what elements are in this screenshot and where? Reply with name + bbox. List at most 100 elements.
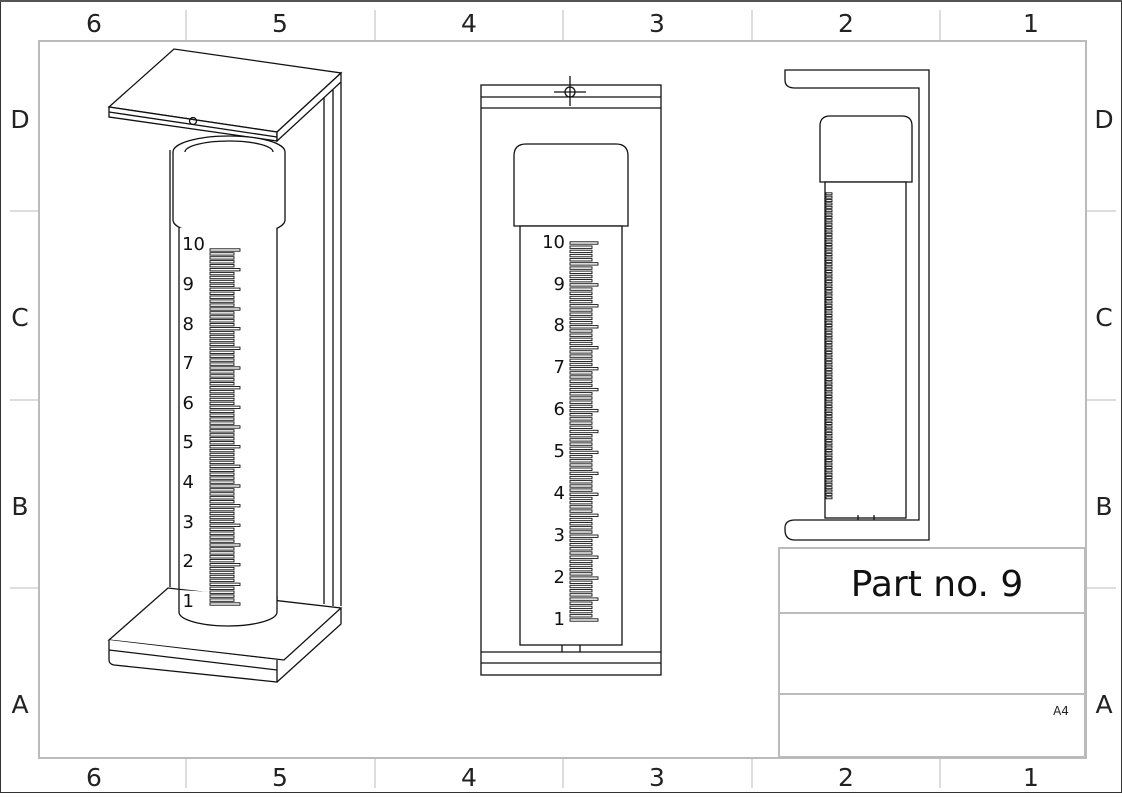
scale-tick xyxy=(209,409,235,413)
scale-tick xyxy=(825,215,833,219)
scale-tick xyxy=(569,484,593,488)
sheet-size-label: A4 xyxy=(1053,704,1069,718)
scale-label: 5 xyxy=(554,441,565,462)
scale-tick xyxy=(209,511,235,516)
scale-tick xyxy=(825,415,833,419)
scale-label: 4 xyxy=(554,483,565,504)
scale-tick xyxy=(825,357,833,361)
scale-tick xyxy=(569,274,593,279)
scale-tick xyxy=(825,367,833,371)
scale-tick xyxy=(209,295,235,299)
scale-tick xyxy=(569,325,599,329)
scale-tick xyxy=(209,574,235,579)
scale-tick xyxy=(825,455,833,459)
scale-tick xyxy=(569,605,593,610)
scale-tick xyxy=(209,330,235,335)
scale-tick xyxy=(209,496,235,500)
scale-tick xyxy=(825,465,833,469)
scale-tick xyxy=(209,362,235,366)
scale-tick xyxy=(569,580,593,584)
scale-tick xyxy=(209,480,235,484)
scale-tick xyxy=(569,396,593,400)
scale-tick xyxy=(825,330,833,334)
scale-tick xyxy=(825,199,833,203)
scale-tick xyxy=(825,209,833,213)
scale-tick xyxy=(825,293,833,297)
scale-tick xyxy=(569,614,593,618)
scale-tick xyxy=(209,248,241,252)
scale-tick xyxy=(209,421,235,425)
scale-tick xyxy=(569,547,593,551)
scale-tick xyxy=(569,467,593,471)
scale-tick xyxy=(825,320,833,324)
scale-tick xyxy=(825,395,833,398)
scale-tick xyxy=(569,555,599,559)
scale-tick xyxy=(209,535,235,539)
isometric-view xyxy=(107,48,343,683)
scale-tick xyxy=(209,393,235,398)
scale-tick xyxy=(569,400,593,404)
scale-tick xyxy=(569,295,593,300)
scale-tick xyxy=(209,598,235,602)
scale-tick xyxy=(825,236,833,240)
scale-tick xyxy=(825,226,833,230)
scale-tick xyxy=(825,445,833,449)
scale-tick xyxy=(209,602,241,606)
scale-tick xyxy=(825,438,833,442)
scale-tick xyxy=(209,472,235,476)
scale-tick xyxy=(209,386,241,390)
scale-tick xyxy=(825,462,833,466)
scale-label: 10 xyxy=(182,234,205,255)
scale-tick xyxy=(569,551,593,555)
scale-tick xyxy=(569,312,593,316)
scale-tick xyxy=(569,597,599,601)
scale-label: 9 xyxy=(183,274,194,295)
scale-tick xyxy=(209,256,235,260)
scale-tick xyxy=(209,260,235,264)
scale-tick xyxy=(825,364,833,368)
scale-tick xyxy=(825,310,833,314)
scale-tick xyxy=(825,192,833,196)
scale-tick xyxy=(825,317,833,321)
scale-tick xyxy=(209,429,235,433)
scale-tick xyxy=(209,307,241,311)
scale-tick xyxy=(209,570,235,575)
scale-tick xyxy=(209,539,235,543)
scale-tick xyxy=(209,448,235,453)
scale-tick xyxy=(569,450,599,455)
scale-tick xyxy=(569,421,593,425)
scale-label: 10 xyxy=(542,232,565,253)
scale-tick xyxy=(569,383,593,388)
title-block xyxy=(778,547,1086,758)
scale-tick xyxy=(569,542,593,547)
scale-tick xyxy=(209,500,235,504)
row-label: C xyxy=(1095,303,1112,332)
column-label: 6 xyxy=(86,763,102,792)
scale-tick xyxy=(825,381,833,385)
scale-tick xyxy=(825,425,833,429)
scale-tick xyxy=(825,219,833,223)
scale-tick xyxy=(825,280,833,284)
scale-tick xyxy=(209,425,241,429)
row-label: A xyxy=(11,690,28,719)
scale-tick xyxy=(209,515,235,520)
scale-tick xyxy=(825,486,833,490)
scale-tick xyxy=(569,354,593,358)
scale-tick xyxy=(209,456,235,461)
scale-tick xyxy=(569,576,599,580)
scale-tick xyxy=(825,492,833,496)
scale-tick xyxy=(209,401,235,406)
scale-tick xyxy=(825,222,833,226)
scale-tick xyxy=(825,384,833,388)
scale-tick xyxy=(209,327,241,331)
scale-tick xyxy=(209,397,235,402)
scale-tick xyxy=(825,243,833,246)
scale-tick xyxy=(569,413,593,417)
isometric-scale xyxy=(209,248,241,606)
scale-tick xyxy=(825,479,833,483)
scale-tick xyxy=(569,371,593,375)
scale-tick xyxy=(209,370,235,374)
scale-tick xyxy=(569,501,593,505)
scale-tick xyxy=(209,338,235,343)
scale-tick xyxy=(209,279,235,284)
